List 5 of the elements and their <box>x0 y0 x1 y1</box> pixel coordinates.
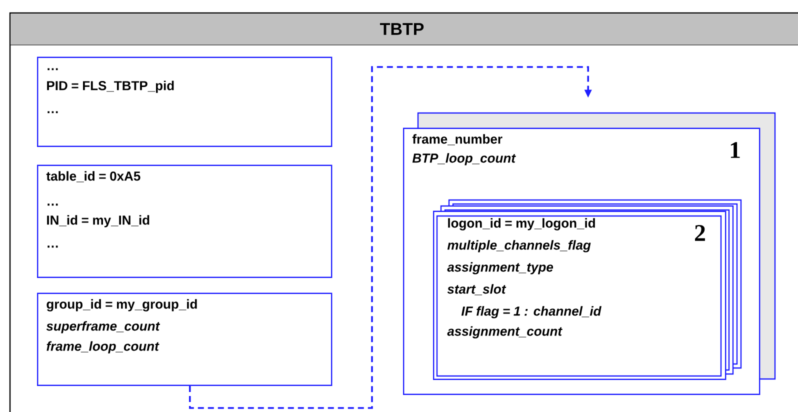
field-box: group_id = my_group_id superframe_count frame_loop_count <box>37 292 332 386</box>
field-box: … PID = FLS_TBTP_pid … <box>37 56 332 147</box>
field-box: logon_id = my_logon_id multiple_channels_flag assignment_type start_slot IF flag = 1 : channel_id assignment_count 2 <box>433 210 726 380</box>
arrow <box>188 66 592 409</box>
field-box: table_id = 0xA5 … IN_id = my_IN_id … <box>37 164 332 278</box>
